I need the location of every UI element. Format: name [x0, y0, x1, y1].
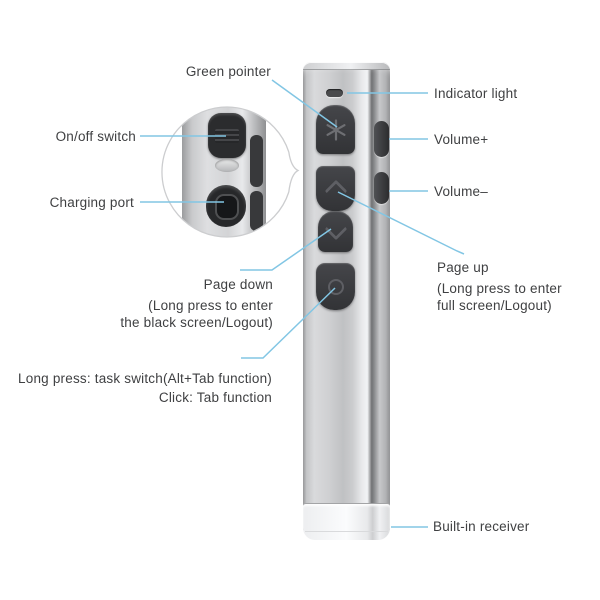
label-green-pointer: Green pointer: [185, 64, 271, 79]
task-note-1: Long press: task switch(Alt+Tab function…: [18, 371, 272, 386]
built-in-receiver-cap: [303, 503, 390, 540]
side-button-edge: [250, 135, 263, 187]
label-page-down: Page down (Long press to enter the black…: [120, 276, 273, 331]
label-indicator-light: Indicator light: [434, 86, 518, 101]
charging-port: [206, 185, 246, 227]
magnifier-inset: [162, 107, 292, 237]
page-up-title: Page up: [437, 260, 489, 275]
indicator-light: [326, 89, 343, 97]
volume-minus-button: [374, 172, 389, 204]
green-pointer-button: [316, 105, 355, 154]
label-volume-plus: Volume+: [434, 132, 489, 147]
side-button-edge: [250, 191, 263, 231]
page-down-note-2: the black screen/Logout): [120, 315, 273, 330]
chevron-up-icon: [324, 179, 347, 203]
label-built-in-receiver: Built-in receiver: [433, 519, 530, 534]
label-page-up: Page up (Long press to enter full screen…: [437, 259, 562, 314]
page-down-button: [318, 211, 353, 252]
task-switch-button: [316, 263, 355, 310]
label-on-off-switch: On/off switch: [55, 129, 136, 144]
label-charging-port: Charging port: [49, 195, 134, 210]
page-down-title: Page down: [203, 277, 273, 292]
page-up-note-1: (Long press to enter: [437, 281, 562, 296]
page-up-note-2: full screen/Logout): [437, 298, 552, 313]
task-note-2: Click: Tab function: [158, 390, 272, 405]
page-up-button: [316, 166, 355, 211]
on-off-switch: [208, 113, 246, 158]
page-down-note-1: (Long press to enter: [148, 298, 273, 313]
remote-body: [303, 62, 390, 540]
label-task-switch: Long press: task switch(Alt+Tab function…: [18, 369, 272, 407]
label-volume-minus: Volume–: [434, 184, 488, 199]
ring-icon: [327, 278, 344, 295]
remote-top-cap: [303, 62, 390, 70]
laser-star-icon: [325, 118, 345, 141]
volume-plus-button: [374, 121, 389, 157]
chevron-down-icon: [324, 217, 347, 241]
switch-slot: [215, 159, 239, 172]
